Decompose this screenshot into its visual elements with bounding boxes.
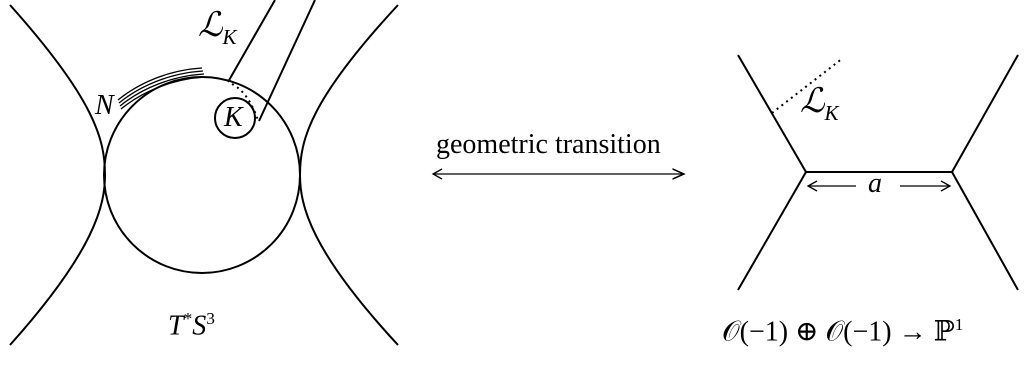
right-lagrangian-label: ℒK	[800, 81, 839, 125]
lagrangian-tube-right	[258, 0, 316, 122]
lagrangian-tube-dotted	[231, 83, 259, 121]
left-space-label: T*S3	[168, 309, 215, 342]
knot-circle	[214, 97, 256, 139]
left-lagrangian-label: ℒK	[198, 5, 237, 49]
left-outer-curve	[9, 4, 107, 346]
lagrangian-tube-left	[227, 0, 276, 83]
right-space-label: 𝒪(−1) ⊕ 𝒪(−1) → ℙ1	[722, 315, 964, 348]
toric-upper-left-leg	[737, 54, 807, 173]
toric-lower-right-leg	[951, 171, 1019, 291]
n-arc-bundle	[117, 67, 206, 110]
length-label: a	[868, 168, 882, 199]
toric-lower-left-leg	[737, 171, 807, 291]
right-outer-curve	[298, 4, 399, 346]
n-label: N	[95, 90, 114, 121]
sphere-circle	[103, 76, 301, 274]
knot-label: K	[224, 102, 243, 133]
toric-upper-right-leg	[951, 54, 1019, 173]
transition-label: geometric transition	[436, 129, 661, 160]
